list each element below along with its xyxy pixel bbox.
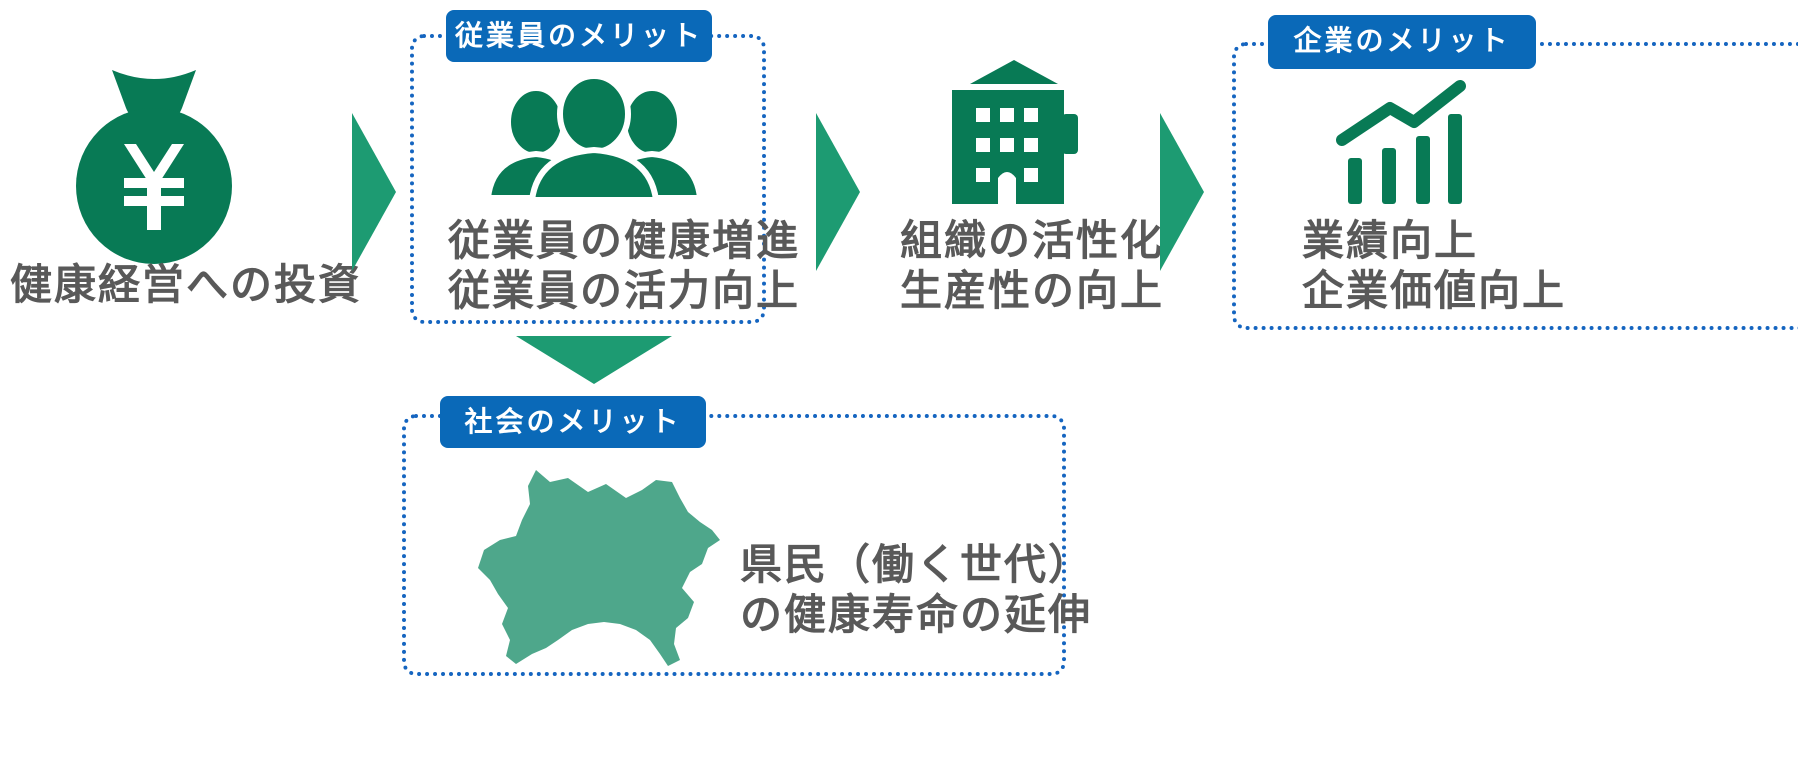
society-line-2: の健康寿命の延伸 xyxy=(740,590,1093,639)
people-group-icon xyxy=(484,73,704,203)
employee-line-2: 従業員の活力向上 xyxy=(448,266,801,315)
office-building-icon xyxy=(952,60,1078,204)
society-benefit-box xyxy=(402,414,1066,676)
society-benefit-tag: 社会のメリット xyxy=(440,396,706,448)
company-line-2: 企業価値向上 xyxy=(1302,266,1567,315)
arrow-right-icon xyxy=(352,113,396,271)
company-benefit-tag: 企業のメリット xyxy=(1268,15,1536,69)
employee-line-1: 従業員の健康増進 xyxy=(448,216,801,265)
organization-line-1: 組織の活性化 xyxy=(900,216,1165,265)
arrow-right-icon xyxy=(816,113,860,271)
organization-line-2: 生産性の向上 xyxy=(900,266,1165,315)
society-line-1: 県民（働く世代） xyxy=(740,540,1093,589)
yen-money-bag-icon xyxy=(76,70,232,264)
employee-benefit-tag: 従業員のメリット xyxy=(446,10,712,62)
arrow-right-icon xyxy=(1160,113,1204,271)
company-line-1: 業績向上 xyxy=(1302,216,1479,265)
kanagawa-map-icon xyxy=(478,470,720,666)
growth-chart-icon xyxy=(1336,80,1466,204)
arrow-down-icon xyxy=(516,336,672,384)
investment-label: 健康経営への投資 xyxy=(10,260,363,309)
